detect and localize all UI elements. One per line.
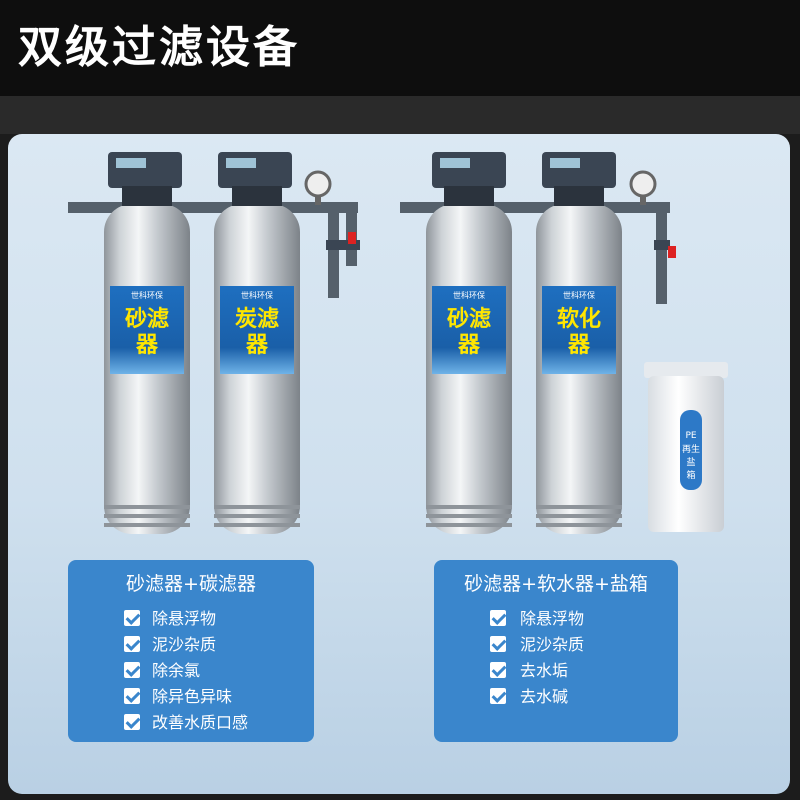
right-piping (400, 170, 676, 304)
feature-label: 除悬浮物 (520, 609, 585, 628)
control-valve (108, 152, 182, 188)
tank-label-line2: 器 (245, 333, 269, 358)
checkbox-icon (124, 714, 140, 730)
title-bar (0, 0, 800, 96)
checkbox-icon (124, 636, 140, 652)
checkbox-icon (490, 636, 506, 652)
brine-label-3: 盐 (686, 456, 695, 468)
feature-label: 除悬浮物 (152, 609, 217, 628)
feature-list: 除悬浮物 泥沙杂质 去水垢 去水碱 (434, 606, 678, 710)
control-valve (432, 152, 506, 188)
tank-sand-filter-1: 世科环保 砂滤 器 (104, 152, 190, 534)
card-heading: 砂滤器+碳滤器 (126, 573, 256, 595)
tank-label-line1: 砂滤 (125, 306, 169, 332)
feature-label: 除余氯 (152, 661, 201, 680)
tank-label-line1: 炭滤 (235, 306, 279, 332)
header-band (0, 96, 800, 134)
list-item: 泥沙杂质 (434, 632, 678, 658)
page-title: 双级过滤设备 (18, 22, 300, 73)
tank-brand: 世科环保 (131, 290, 163, 300)
feature-label: 泥沙杂质 (152, 635, 217, 654)
tank-brand: 世科环保 (563, 290, 595, 300)
feature-list: 除悬浮物 泥沙杂质 除余氯 除异色异味 改善水质口感 (68, 606, 314, 736)
tank-label-line2: 器 (135, 333, 159, 358)
info-card-left: 砂滤器+碳滤器 除悬浮物 泥沙杂质 除余氯 除异色异味 改善水质口感 (68, 560, 314, 742)
list-item: 除悬浮物 (68, 606, 314, 632)
tank-softener: 世科环保 软化 器 (536, 152, 622, 534)
tank-carbon-filter: 世科环保 炭滤 器 (214, 152, 300, 534)
tank-brand: 世科环保 (241, 290, 273, 300)
feature-label: 除异色异味 (152, 687, 233, 706)
list-item: 去水垢 (434, 658, 678, 684)
tank-label-line1: 软化 (557, 306, 601, 332)
brine-label-4: 箱 (686, 469, 695, 481)
checkbox-icon (124, 688, 140, 704)
checkbox-icon (490, 610, 506, 626)
checkbox-icon (124, 610, 140, 626)
brine-label-1: PE (685, 431, 696, 441)
feature-label: 改善水质口感 (152, 713, 249, 732)
checkbox-icon (490, 662, 506, 678)
tank-label-line2: 器 (457, 333, 481, 358)
list-item: 去水碱 (434, 684, 678, 710)
control-valve (218, 152, 292, 188)
feature-label: 泥沙杂质 (520, 635, 585, 654)
list-item: 泥沙杂质 (68, 632, 314, 658)
control-valve (542, 152, 616, 188)
list-item: 除悬浮物 (434, 606, 678, 632)
feature-label: 去水垢 (520, 661, 569, 680)
card-heading: 砂滤器+软水器+盐箱 (464, 573, 648, 595)
tank-brand: 世科环保 (453, 290, 485, 300)
left-piping (68, 170, 360, 298)
feature-label: 去水碱 (520, 687, 569, 706)
checkbox-icon (124, 662, 140, 678)
list-item: 除异色异味 (68, 684, 314, 710)
tank-label-line1: 砂滤 (447, 306, 491, 332)
list-item: 改善水质口感 (68, 710, 314, 736)
tank-sand-filter-2: 世科环保 砂滤 器 (426, 152, 512, 534)
brine-tank: PE 再生 盐 箱 (644, 362, 728, 532)
tank-label-line2: 器 (567, 333, 591, 358)
checkbox-icon (490, 688, 506, 704)
list-item: 除余氯 (68, 658, 314, 684)
brine-label-2: 再生 (682, 443, 700, 455)
info-card-right: 砂滤器+软水器+盐箱 除悬浮物 泥沙杂质 去水垢 去水碱 (434, 560, 678, 742)
